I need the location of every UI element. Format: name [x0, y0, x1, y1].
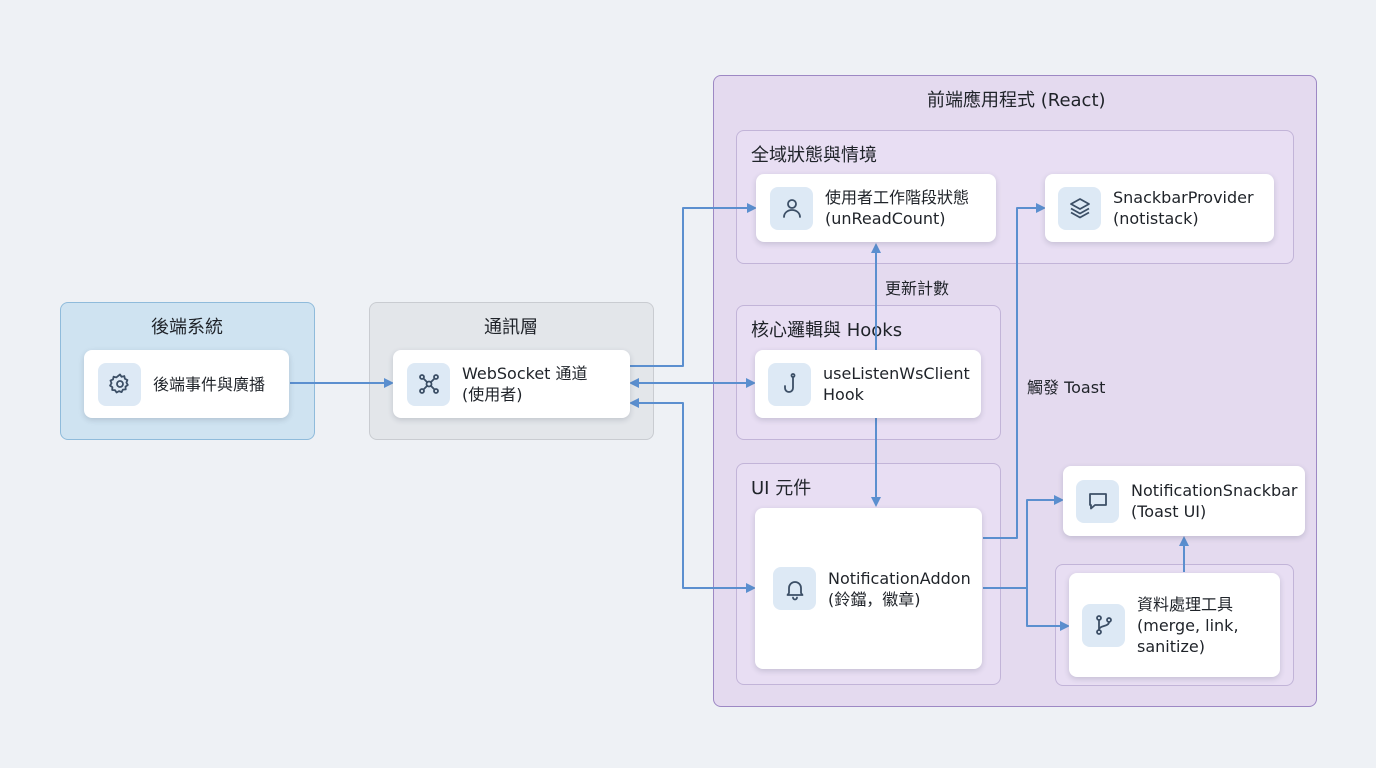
bell-icon	[773, 567, 816, 610]
edge-label-trigger-toast: 觸發 Toast	[1027, 378, 1106, 397]
node-use-listen-ws-client[interactable]: useListenWsClient Hook	[755, 350, 981, 418]
backend-group-title: 後端系統	[151, 317, 223, 338]
edge-addon-to-snackbar-provider	[983, 203, 1046, 539]
network-hub-icon	[407, 362, 450, 406]
core-logic-title: 核心邏輯與 Hooks	[751, 320, 903, 341]
node-notification-snackbar-label: NotificationSnackbar (Toast UI)	[1131, 481, 1298, 521]
global-state-title: 全域狀態與情境	[751, 145, 877, 166]
user-icon	[770, 186, 813, 230]
node-snackbar-provider-label: SnackbarProvider (notistack)	[1113, 188, 1254, 228]
edge-websocket-to-user-session	[630, 203, 757, 367]
message-icon	[1076, 479, 1119, 523]
node-data-tools[interactable]: 資料處理工具 (merge, link, sanitize)	[1069, 573, 1280, 677]
branch-icon	[1082, 603, 1125, 647]
edge-label-update-count: 更新計數	[885, 279, 950, 298]
comm-group-title: 通訊層	[484, 317, 538, 338]
node-use-listen-ws-label: useListenWsClient Hook	[823, 364, 970, 404]
node-notification-addon-label: NotificationAddon (鈴鐺，徽章)	[828, 568, 971, 609]
node-user-session-label: 使用者工作階段狀態 (unReadCount)	[825, 188, 970, 228]
ui-components-title: UI 元件	[751, 478, 812, 499]
node-websocket-channel[interactable]: WebSocket 通道 (使用者)	[393, 350, 630, 418]
node-websocket-label: WebSocket 通道 (使用者)	[462, 364, 588, 404]
node-backend-events-label: 後端事件與廣播	[153, 374, 266, 394]
edge-addon-to-data-tools	[1026, 588, 1070, 631]
edge-addon-to-notification-snackbar	[983, 495, 1064, 589]
node-notification-snackbar[interactable]: NotificationSnackbar (Toast UI)	[1063, 466, 1305, 536]
node-backend-events[interactable]: 後端事件與廣播	[84, 350, 289, 418]
frontend-group-title: 前端應用程式 (React)	[927, 90, 1106, 111]
gear-icon	[98, 362, 141, 406]
edge-websocket-notification-addon	[629, 398, 756, 593]
node-data-tools-label: 資料處理工具 (merge, link, sanitize)	[1137, 594, 1239, 656]
layers-icon	[1058, 186, 1101, 230]
node-snackbar-provider[interactable]: SnackbarProvider (notistack)	[1045, 174, 1274, 242]
node-notification-addon[interactable]: NotificationAddon (鈴鐺，徽章)	[755, 508, 982, 669]
node-user-session-state[interactable]: 使用者工作階段狀態 (unReadCount)	[756, 174, 996, 242]
hook-icon	[768, 362, 811, 406]
